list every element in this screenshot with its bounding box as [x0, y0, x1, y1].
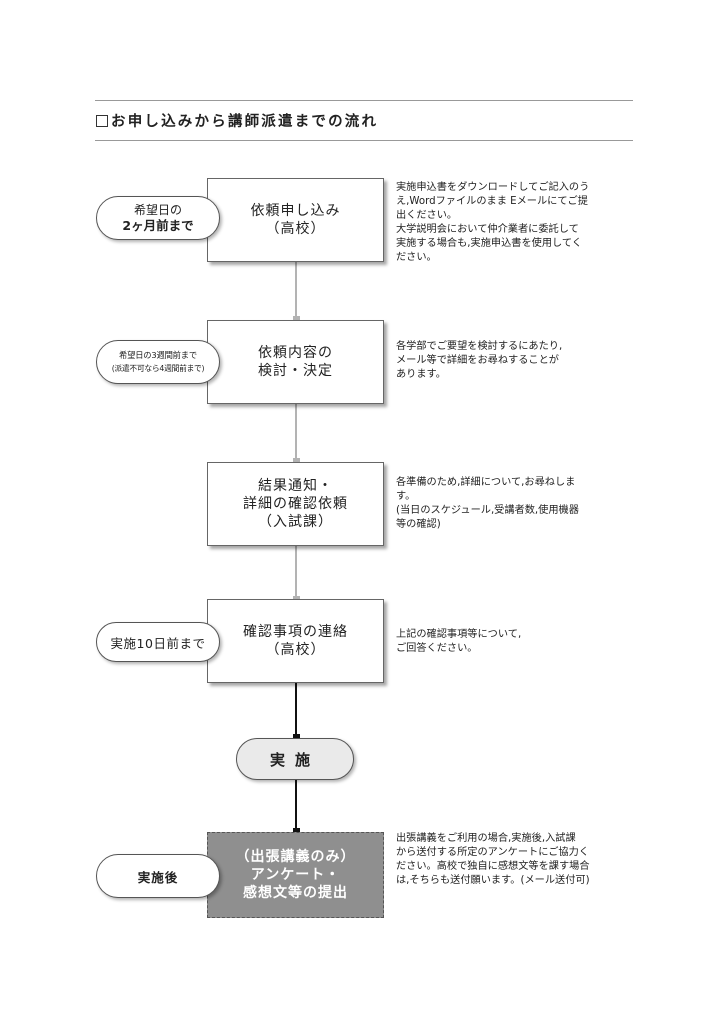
checkbox-square-icon: [96, 115, 108, 127]
step-box-survey: （出張講義のみ） アンケート・ 感想文等の提出: [207, 832, 384, 918]
timing-pill-2-months: 希望日の 2ヶ月前まで: [96, 196, 220, 240]
step-box-request: 依頼申し込み （高校）: [207, 178, 384, 262]
step-line: 検討・決定: [258, 363, 333, 379]
title-top-rule: [95, 100, 633, 101]
execution-label: 実施: [269, 750, 320, 769]
step-line: （入試課）: [258, 514, 333, 530]
connector-line: [295, 546, 297, 600]
step-description: 各準備のため,詳細について,お尋ねしま す。 (当日のスケジュール,受講者数,使…: [396, 477, 579, 530]
connector-line: [295, 404, 297, 462]
step-line: 依頼内容の: [258, 345, 333, 361]
step-line: （高校）: [265, 642, 326, 658]
timing-pill-10-days: 実施10日前まで: [96, 622, 220, 662]
connector-dot: [292, 316, 300, 323]
connector-dot: [292, 734, 300, 741]
page-title-text: お申し込みから講師派遣までの流れ: [111, 114, 379, 130]
step-line: 詳細の確認依頼: [243, 496, 348, 512]
step-line: 確認事項の連絡: [243, 624, 348, 640]
step-line: （高校）: [265, 221, 326, 237]
timing-line-emphasis: 2ヶ月前まで: [122, 218, 194, 233]
step-description: 上記の確認事項等について, ご回答ください。: [396, 629, 522, 654]
step-description: 実施申込書をダウンロードしてご記入のう え,Wordファイルのまま Eメールにて…: [396, 182, 590, 263]
timing-pill-3-weeks: 希望日の3週間前まで (派遣不可なら4週間前まで): [96, 340, 220, 384]
step-line: 感想文等の提出: [243, 885, 348, 901]
connector-dot: [292, 828, 300, 835]
step-description: 各学部でご要望を検討するにあたり, メール等で詳細をお尋ねすることが あります。: [396, 341, 563, 380]
connector-line: [295, 262, 297, 320]
step-box-notification: 結果通知・ 詳細の確認依頼 （入試課）: [207, 462, 384, 546]
timing-line: (派遣不可なら4週間前まで): [111, 364, 205, 373]
connector-dot: [292, 458, 300, 465]
timing-line: 実施10日前まで: [110, 635, 206, 651]
step-box-review: 依頼内容の 検討・決定: [207, 320, 384, 404]
step-box-confirmation: 確認事項の連絡 （高校）: [207, 599, 384, 683]
execution-pill: 実施: [236, 738, 354, 780]
timing-pill-after: 実施後: [96, 854, 220, 898]
step-line: （出張講義のみ）: [235, 849, 356, 865]
timing-line: 希望日の3週間前まで: [119, 350, 197, 360]
timing-line: 希望日の: [133, 203, 182, 217]
page-title: お申し込みから講師派遣までの流れ: [96, 110, 616, 131]
timing-line-emphasis: 実施後: [137, 869, 179, 885]
connector-line: [295, 780, 297, 832]
title-bottom-rule: [95, 140, 633, 141]
connector-line: [295, 683, 297, 739]
step-line: アンケート・: [250, 867, 341, 883]
step-description: 出張講義をご利用の場合,実施後,入試課 から送付する所定のアンケートにご協力く …: [396, 833, 590, 886]
step-line: 結果通知・: [258, 478, 333, 494]
step-line: 依頼申し込み: [250, 203, 341, 219]
